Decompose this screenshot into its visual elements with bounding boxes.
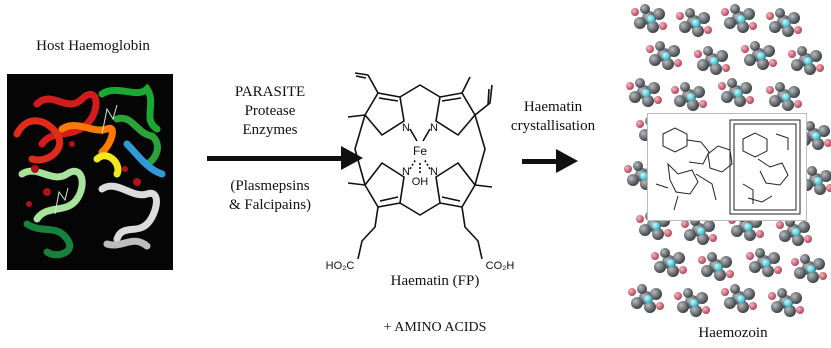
arrow-to-haematin xyxy=(207,146,363,170)
falcipains-line: & Falcipains) xyxy=(228,197,312,213)
enzymes-line: Enzymes xyxy=(242,122,298,138)
haemozoin-caption: Haemozoin xyxy=(698,325,768,341)
haematin-structure: N N N N Fe OH HO₂C CO₂H xyxy=(320,45,520,285)
nitrogen-4: N xyxy=(430,166,438,178)
host-haemoglobin-label: Host Haemoglobin xyxy=(36,38,150,54)
haematin-caption: Haematin (FP) xyxy=(390,273,480,289)
parasite-line: PARASITE xyxy=(234,84,306,100)
acid-group-left: HO₂C xyxy=(326,260,355,272)
nitrogen-1: N xyxy=(402,122,410,134)
arrow-to-haemozoin xyxy=(522,149,578,173)
haemoglobin-structure-image xyxy=(7,74,173,270)
hydroxide-ligand: OH xyxy=(412,176,429,188)
acid-group-right: CO₂H xyxy=(486,260,515,272)
plasmepsins-line: (Plasmepsins xyxy=(230,178,310,194)
crystallisation-line: crystallisation xyxy=(510,118,596,134)
enzyme-names-label: (Plasmepsins & Falcipains) xyxy=(215,177,325,215)
crystallisation-label: Haematin crystallisation xyxy=(498,98,608,136)
crystal-unit-cell-inset xyxy=(647,113,807,221)
parasite-protease-label: PARASITE Protease Enzymes xyxy=(215,83,325,140)
nitrogen-2: N xyxy=(430,122,438,134)
iron-atom: Fe xyxy=(413,144,427,158)
haematin-line: Haematin xyxy=(523,99,583,115)
protease-line: Protease xyxy=(244,103,296,119)
amino-acids-label: + AMINO ACIDS xyxy=(383,320,487,335)
nitrogen-3: N xyxy=(402,166,410,178)
